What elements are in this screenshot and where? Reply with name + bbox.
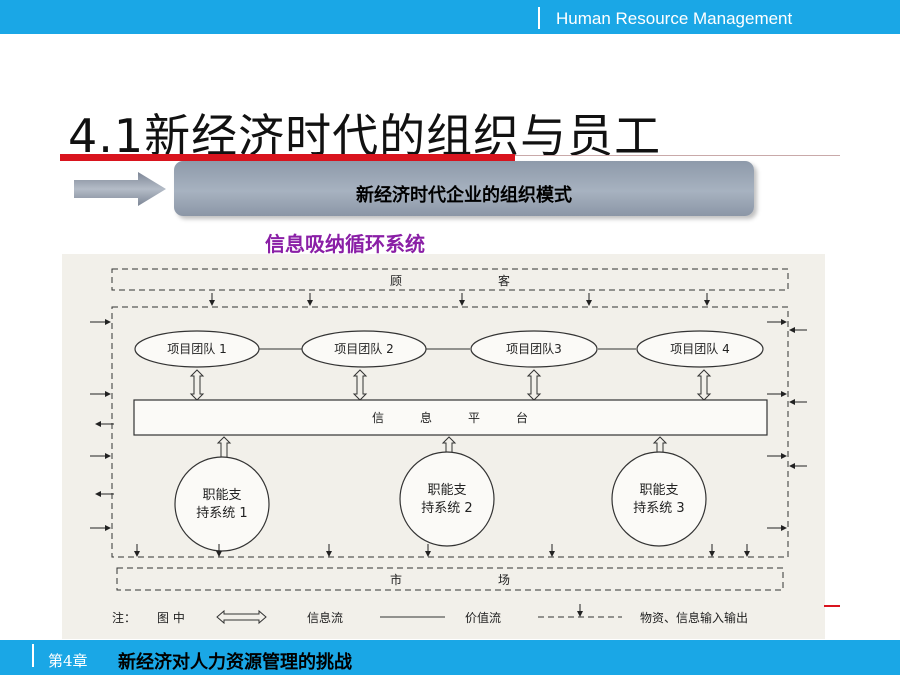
side-io-arrows (90, 319, 807, 531)
chapter-title: 新经济对人力资源管理的挑战 (118, 652, 352, 673)
project-team-1-label: 项目团队 1 (167, 341, 226, 356)
support-system-1-line2: 持系统 1 (196, 506, 247, 521)
market-label: 市 场 (390, 572, 510, 587)
support-system-3: 职能支 持系统 3 (611, 451, 707, 547)
project-team-2: 项目团队 2 (301, 330, 427, 368)
legend-info-flow-symbol (216, 609, 267, 625)
project-team-3: 项目团队3 (470, 330, 598, 368)
section-banner-label: 新经济时代企业的组织模式 (356, 185, 572, 206)
legend-in-figure: 图 中 (157, 610, 185, 625)
customer-box (111, 268, 789, 291)
support-system-3-line2: 持系统 3 (633, 501, 684, 516)
customer-label: 顾 客 (390, 273, 510, 288)
chapter-label: 第4章 (48, 652, 88, 670)
header-bar (0, 0, 900, 34)
header-separator (538, 7, 540, 29)
information-platform (133, 399, 768, 436)
diagram-title: 信息吸纳循环系统 (265, 232, 425, 256)
diagram-background (62, 254, 825, 639)
market-io-arrows (134, 544, 750, 557)
footer-separator (32, 644, 34, 667)
legend-io: 物资、信息输入输出 (640, 610, 748, 625)
project-team-1: 项目团队 1 (134, 330, 260, 368)
arrow-right-icon (74, 172, 166, 206)
title-underline-gray (515, 155, 840, 156)
legend: 注： 图 中 信息流 价值流 物资、信息输入输出 (112, 604, 748, 625)
market-box (116, 567, 784, 591)
footer-bar (0, 640, 900, 675)
support-system-1-line1: 职能支 (202, 488, 241, 503)
legend-info-flow: 信息流 (307, 610, 343, 625)
organization-boundary (111, 306, 789, 558)
course-title: Human Resource Management (556, 9, 793, 28)
information-cycle-diagram: 顾 客 项目团队 1 项目团队 2 (90, 268, 807, 625)
support-system-2-line2: 持系统 2 (421, 501, 472, 516)
project-team-3-label: 项目团队3 (506, 341, 562, 356)
section-banner (174, 161, 754, 216)
project-team-4: 项目团队 4 (636, 330, 764, 368)
support-system-3-line1: 职能支 (639, 483, 678, 498)
support-system-2: 职能支 持系统 2 (399, 451, 495, 547)
accent-tick (824, 605, 840, 607)
legend-note: 注： (112, 610, 136, 625)
information-platform-label: 信 息 平 台 (372, 410, 528, 425)
project-team-4-label: 项目团队 4 (670, 341, 729, 356)
title-underline-red (60, 154, 515, 161)
legend-value-flow: 价值流 (465, 610, 501, 625)
customer-io-arrows (209, 293, 710, 306)
info-flow-arrows-top (189, 369, 712, 401)
project-team-2-label: 项目团队 2 (334, 341, 393, 356)
support-system-1: 职能支 持系统 1 (174, 456, 270, 552)
support-system-2-line1: 职能支 (427, 483, 466, 498)
